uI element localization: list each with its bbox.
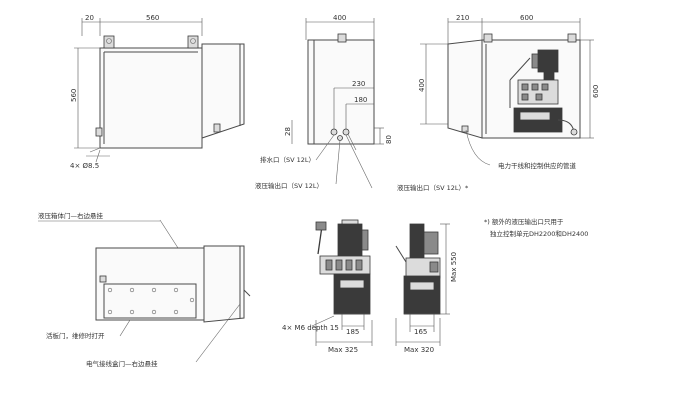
dim-height-560: 560	[70, 89, 78, 102]
label-elec-door: 电气接线盒门—右边悬挂	[86, 359, 158, 368]
note: *) 额外的液压输出口只用于 独立控制单元DH2200和DH2400	[484, 217, 588, 238]
pump-side-view: Max 550 165 Max 320	[395, 223, 458, 354]
label-threads: 4× M6 depth 15	[282, 324, 339, 332]
dim-165: 165	[414, 328, 427, 336]
note-line-2: 独立控制单元DH2200和DH2400	[490, 229, 588, 238]
dim-max320: Max 320	[404, 346, 434, 354]
dim-width-560: 560	[146, 14, 159, 22]
dim-400-height: 400	[418, 79, 426, 92]
dim-max550: Max 550	[450, 252, 458, 282]
label-cable-pipe: 电力干线和控制供应的管道	[498, 161, 577, 170]
dim-185: 185	[346, 328, 359, 336]
dim-210: 210	[456, 14, 469, 22]
label-water-outlet: 排水口（SV 12L）	[260, 155, 315, 164]
note-line-1: *) 额外的液压输出口只用于	[484, 217, 564, 226]
right-view: 210 600 400 600	[418, 14, 600, 170]
dim-180: 180	[354, 96, 367, 104]
label-slide-plate: 活板门，维修时打开	[46, 331, 105, 340]
dim-offset-20: 20	[85, 14, 94, 22]
label-holes: 4× Ø8.5	[70, 162, 99, 170]
dim-600-width: 600	[520, 14, 533, 22]
dim-max325: Max 325	[328, 346, 358, 354]
label-hydraulic-out-2: 液压输出口（SV 12L）*	[397, 183, 469, 192]
cabinet-view: 液压箱体门—右边悬挂 活板门，维修时打开 电气接线盒门—右边悬挂	[38, 211, 251, 368]
dim-600-height: 600	[592, 85, 600, 98]
dim-80: 80	[385, 135, 393, 144]
side-view: 400 230 180 28 80 排水口（SV 12L） 液压输出口（SV 1…	[255, 14, 469, 192]
dim-28: 28	[284, 127, 292, 136]
dim-depth-400: 400	[333, 14, 346, 22]
dim-230: 230	[352, 80, 365, 88]
label-hydraulic-out-1: 液压输出口（SV 12L）	[255, 181, 323, 190]
pump-front-view: 185 Max 325 4× M6 depth 15	[282, 219, 373, 354]
front-view: 20 560 560 4× Ø8.5	[70, 14, 245, 170]
label-tank-door: 液压箱体门—右边悬挂	[38, 211, 104, 220]
